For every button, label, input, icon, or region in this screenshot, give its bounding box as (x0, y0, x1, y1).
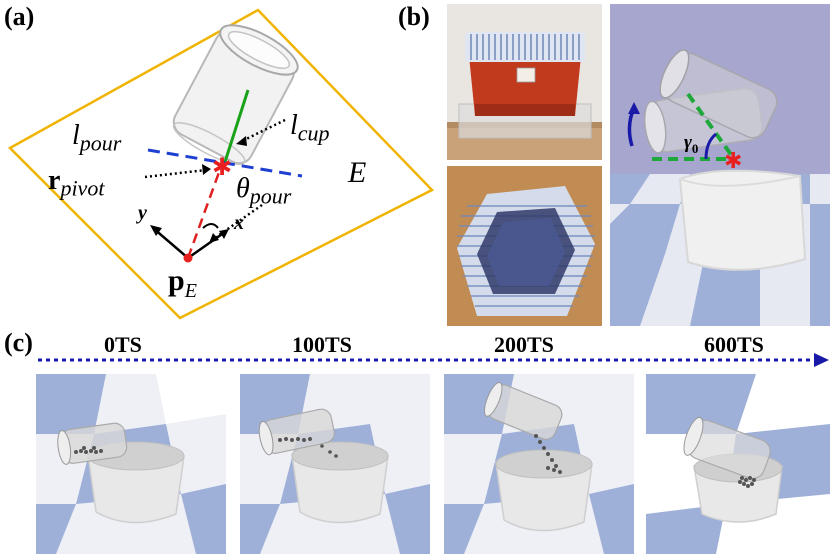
plane-e-frame (7, 8, 435, 320)
panel-label-a: (a) (4, 2, 35, 31)
gamma-label: γ0 (684, 132, 699, 156)
p-e-point (183, 253, 193, 263)
l-pour-label: lpour (72, 120, 122, 156)
timeline-label-2: 200TS (494, 332, 554, 357)
theta-arc (202, 223, 219, 229)
sim-cup-axis-dash (686, 92, 734, 158)
p-e-label: pE (168, 264, 197, 302)
photo-red-bag (447, 4, 602, 160)
cup-axis-line (222, 89, 250, 166)
r-pivot-label: rpivot (48, 165, 105, 201)
theta-pour-label: θpour (236, 173, 292, 209)
pour-line (147, 148, 303, 178)
cup-illustration (172, 24, 299, 166)
sim-frame-0ts (36, 374, 226, 554)
sim-pivot-star: ✱ (724, 149, 742, 174)
timeline-arrow (38, 353, 829, 367)
sim-frame-100ts (240, 374, 430, 554)
x-axis-label: x (234, 212, 244, 234)
y-axis-arrow (152, 227, 189, 259)
y-axis-label: y (138, 202, 147, 224)
x-axis-arrow (187, 230, 226, 260)
diagram-a: ✱ (7, 8, 435, 320)
photo-bag-top (447, 166, 602, 326)
sim-frame-600ts (646, 374, 830, 554)
sim-view-b: ✱ γ0 (610, 4, 830, 326)
l-cup-label: lcup (290, 110, 330, 146)
pivot-star: ✱ (212, 153, 232, 181)
pivot-vector-line (186, 163, 224, 259)
timeline-label-3: 600TS (704, 332, 764, 357)
timeline-label-0: 0TS (104, 332, 142, 357)
sim-frame-200ts (444, 374, 634, 554)
panel-label-c: (c) (4, 328, 33, 357)
timeline-label-1: 100TS (292, 332, 352, 357)
plane-e-label: E (348, 156, 367, 189)
panel-label-b: (b) (398, 2, 430, 31)
